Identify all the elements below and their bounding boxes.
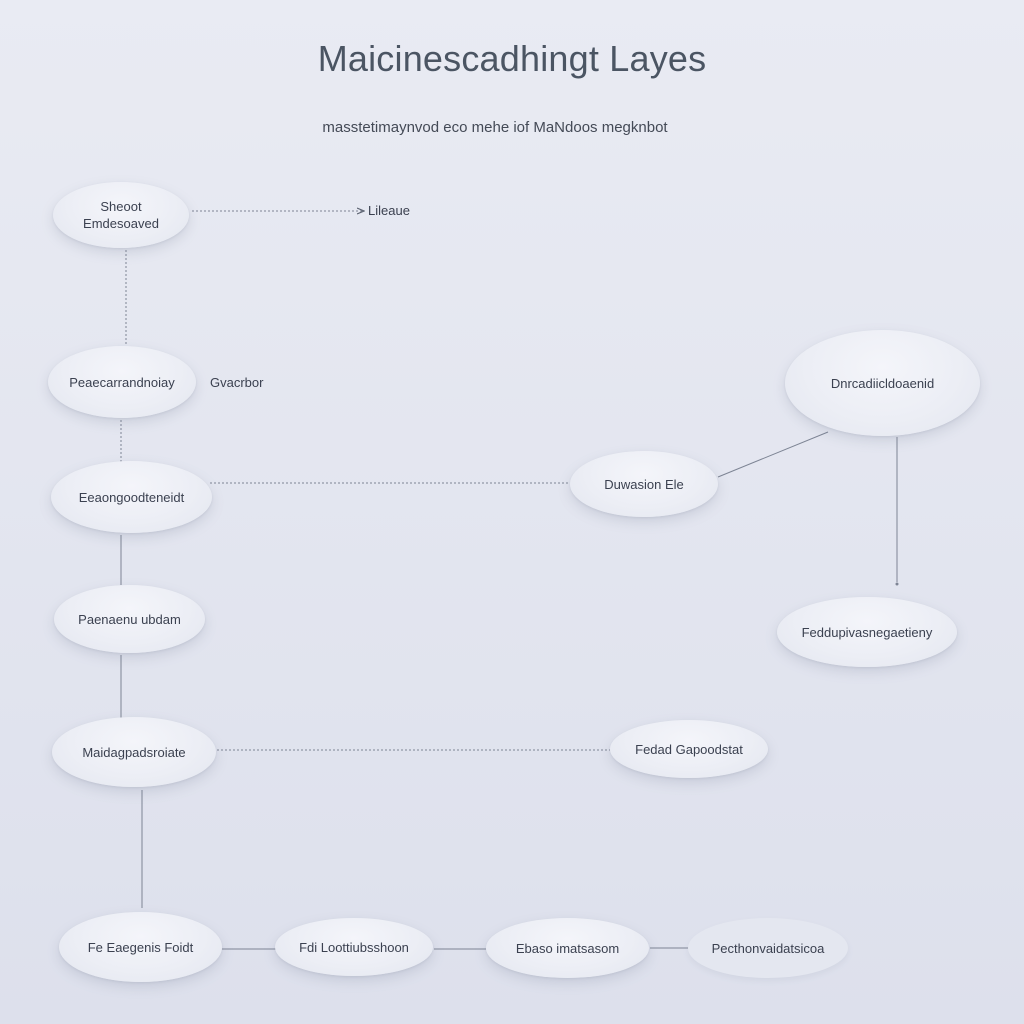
node-n2: Peaecarrandnoiay [48, 346, 196, 418]
node-n3: Eeaongoodteneidt [51, 461, 212, 533]
node-n9: Pecthonvaidatsicoa [688, 918, 848, 978]
arrow-target-label: Lileaue [368, 203, 410, 218]
node-n10: Duwasion Ele [570, 451, 718, 517]
node-n11: Dnrcadiicldoaenid [785, 330, 980, 436]
node-n8: Ebaso imatsasom [486, 918, 649, 978]
node-n1: Sheoot Emdesoaved [53, 182, 189, 248]
diagram-subtitle: masstetimaynvod eco mehe iof MaNdoos meg… [322, 119, 668, 136]
node-n6: Fe Eaegenis Foidt [59, 912, 222, 982]
node-n13: Fedad Gapoodstat [610, 720, 768, 778]
node-n7: Fdi Loottiubsshoon [275, 918, 433, 976]
node-n12: Feddupivasnegaetieny [777, 597, 957, 667]
connector-n10-n11 [717, 431, 829, 478]
node-n5: Maidagpadsroiate [52, 717, 216, 787]
side-note-label: Gvacrbor [210, 375, 264, 390]
connector-end-dot [895, 582, 899, 586]
node-n4: Paenaenu ubdam [54, 585, 205, 653]
diagram-title: Maicinescadhingt Layes [317, 38, 707, 79]
